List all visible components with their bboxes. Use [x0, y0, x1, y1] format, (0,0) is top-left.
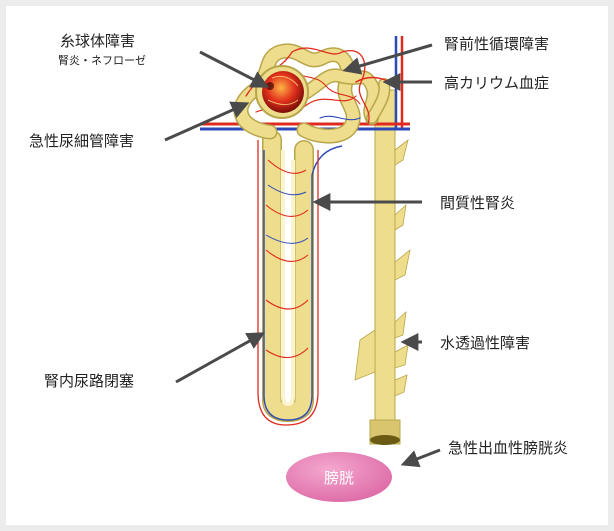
label-prerenal: 腎前性循環障害	[444, 33, 549, 54]
bladder-label: 膀胱	[286, 452, 392, 502]
label-ureteral-obstruction: 腎内尿路閉塞	[44, 370, 134, 391]
collecting-duct	[355, 90, 410, 445]
arrow-ureteral	[176, 334, 262, 382]
arrow-acute-tubular	[165, 104, 246, 140]
label-water-diuresis: 水透過性障害	[440, 332, 530, 353]
label-interstitial: 間質性腎炎	[440, 192, 515, 213]
label-hemorrhagic-cystitis: 急性出血性膀胱炎	[448, 437, 568, 458]
label-acute-tubular: 急性尿細管障害	[29, 130, 134, 151]
arrow-glomerular	[200, 52, 266, 86]
arrow-hemorrhagic-cystitis	[404, 450, 440, 464]
arrow-prerenal	[346, 45, 432, 70]
label-glomerular: 糸球体障害	[60, 30, 135, 51]
glomerulus	[256, 66, 308, 118]
loop-of-henle	[258, 140, 342, 425]
label-glomerular-sub: 腎炎・ネフローゼ	[58, 52, 146, 68]
label-hyperkalemia: 高カリウム血症	[444, 72, 549, 93]
